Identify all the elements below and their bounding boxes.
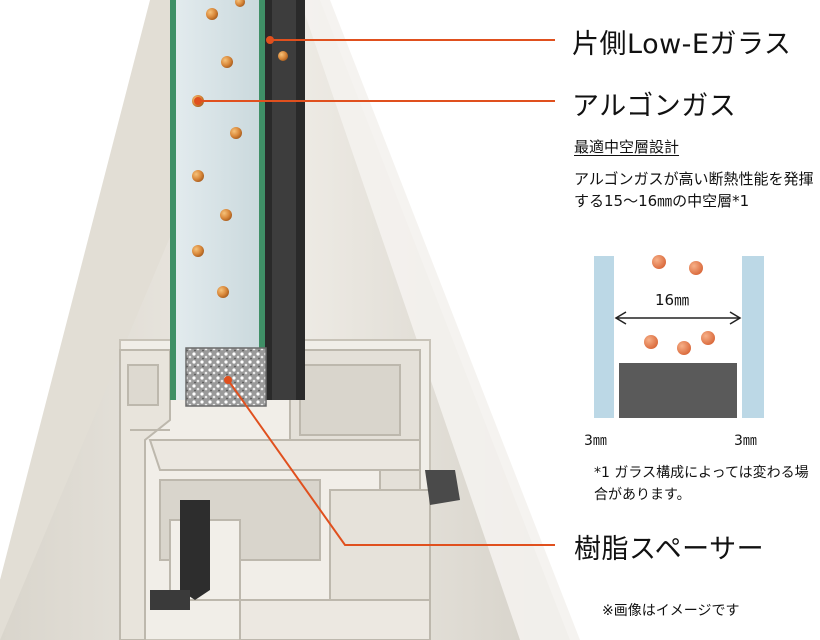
double-glazing — [170, 0, 305, 407]
argon-gas-label: アルゴンガス — [572, 91, 737, 122]
right-glass-thickness: 3㎜ — [734, 433, 757, 449]
optimal-gap-heading: 最適中空層設計 — [574, 138, 680, 156]
gap-description: アルゴンガスが高い断熱性能を発揮する15〜16㎜の中空層*1 — [574, 170, 814, 210]
image-note: ※画像はイメージです — [602, 603, 740, 619]
left-glass-thickness: 3㎜ — [584, 433, 607, 449]
argon-gas-particles — [192, 0, 288, 298]
resin-spacer-label: 樹脂スペーサー — [574, 534, 765, 565]
frame-profile — [119, 339, 460, 640]
gap-inset-diagram — [594, 255, 764, 418]
lowe-glass-label: 片側Low-Eガラス — [572, 29, 792, 60]
glass-footnote: *1 ガラス構成によっては変わる場合があります。 — [594, 465, 809, 503]
gap-width-label: 16㎜ — [655, 291, 690, 309]
callout-lines — [194, 36, 555, 546]
